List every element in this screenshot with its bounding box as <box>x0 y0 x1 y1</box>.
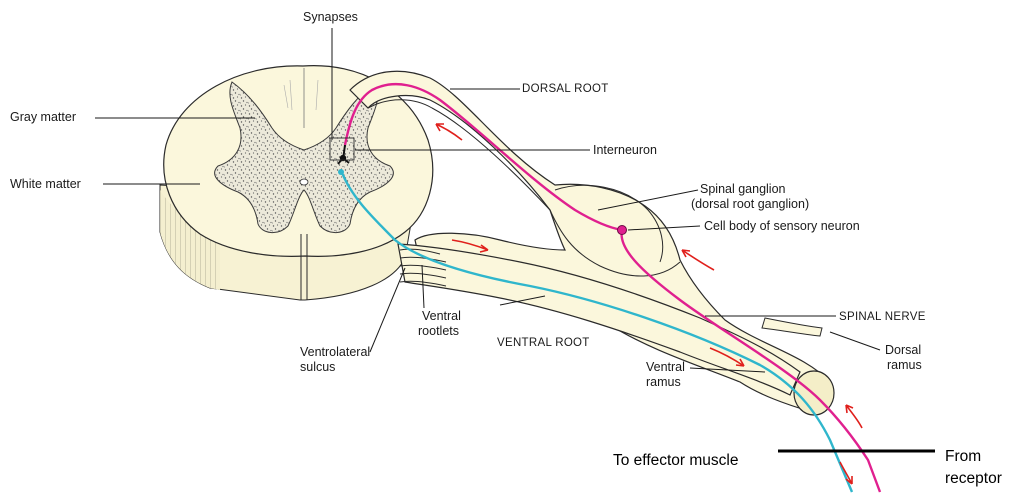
label-ventrolateral-line2: sulcus <box>300 360 335 374</box>
label-dorsal-root: DORSAL ROOT <box>522 82 609 96</box>
label-ventral-root: VENTRAL ROOT <box>497 336 590 350</box>
label-gray-matter: Gray matter <box>10 110 76 124</box>
label-from-receptor-line2: receptor <box>945 469 1002 488</box>
label-ventral-ramus-line1: Ventral <box>646 360 685 374</box>
label-ventral-rootlets-line2: rootlets <box>418 324 459 338</box>
label-to-effector: To effector muscle <box>613 451 739 470</box>
label-spinal-ganglion-line2: (dorsal root ganglion) <box>691 197 809 211</box>
label-cell-body: Cell body of sensory neuron <box>704 219 860 233</box>
central-canal <box>300 179 308 185</box>
label-dorsal-ramus-line1: Dorsal <box>885 343 921 357</box>
motor-cell-body <box>338 169 344 175</box>
label-ventral-rootlets-line1: Ventral <box>422 309 461 323</box>
dorsal-ramus <box>762 318 822 336</box>
arrow-dorsal-root <box>436 124 462 140</box>
label-spinal-nerve: SPINAL NERVE <box>839 310 926 324</box>
label-ventrolateral-line1: Ventrolateral <box>300 345 370 359</box>
label-synapses: Synapses <box>303 10 358 24</box>
label-from-receptor-line1: From <box>945 447 981 466</box>
arrow-ganglion <box>682 250 714 270</box>
label-spinal-ganglion-line1: Spinal ganglion <box>700 182 786 196</box>
label-dorsal-ramus-line2: ramus <box>887 358 922 372</box>
label-white-matter: White matter <box>10 177 81 191</box>
sensory-cell-body <box>618 226 627 235</box>
label-interneuron: Interneuron <box>593 143 657 157</box>
arrow-from-receptor <box>846 405 862 428</box>
label-ventral-ramus-line2: ramus <box>646 375 681 389</box>
